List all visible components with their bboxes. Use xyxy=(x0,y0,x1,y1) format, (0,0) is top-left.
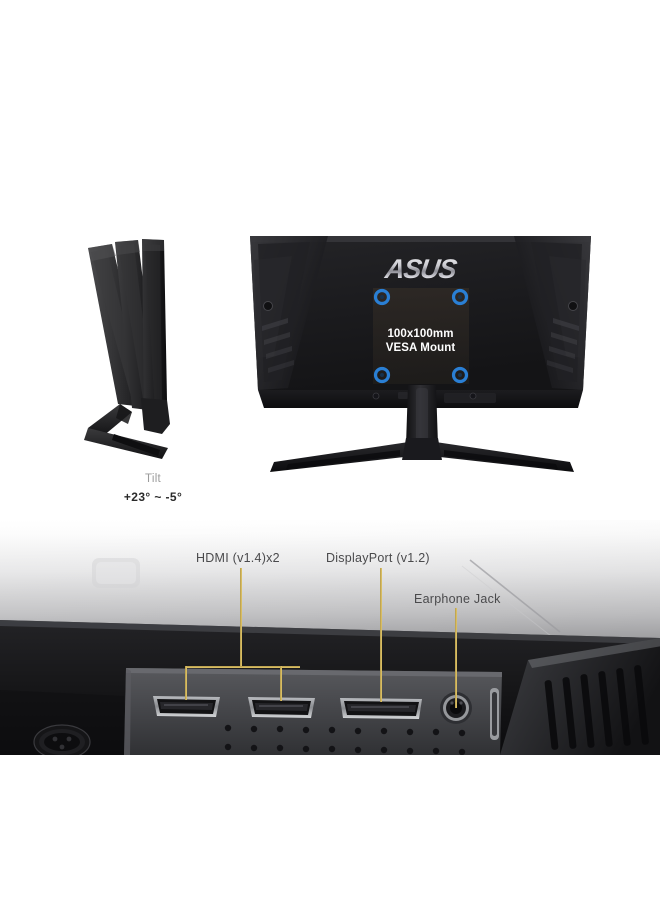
rear-label-plate xyxy=(444,393,496,403)
port-panel-illustration xyxy=(0,520,660,755)
vesa-mount-area xyxy=(373,288,469,384)
vesa-hole-top-right xyxy=(451,288,469,306)
vesa-mount-holes xyxy=(373,288,469,384)
hdmi-leader-bar xyxy=(185,666,300,669)
right-vent-section xyxy=(500,638,660,755)
hdmi-port-2 xyxy=(248,697,315,718)
vent-dot-grid xyxy=(224,724,466,755)
vesa-size-text: 100x100mm xyxy=(387,328,454,340)
rear-detail-circle-left xyxy=(263,301,273,311)
chassis-top-highlight xyxy=(0,620,660,644)
stand-base-joint xyxy=(116,404,132,424)
asus-brand-logo: ASUS xyxy=(246,254,595,285)
monitor-rear-illustration xyxy=(250,236,591,472)
hdmi-leader-drop-1 xyxy=(185,666,188,700)
vesa-mount-label: 100x100mm VESA Mount xyxy=(248,327,593,355)
monitor-stand-neck xyxy=(406,385,438,445)
hdmi-port-1 xyxy=(153,696,220,717)
vesa-mount-text: VESA Mount xyxy=(385,342,456,354)
rear-panel-edge-lines xyxy=(461,559,561,641)
rear-detail-circle-right xyxy=(568,301,578,311)
hdmi-leader-drop-2 xyxy=(280,666,283,701)
earphone-leader-line xyxy=(455,608,458,708)
earphone-jack-port xyxy=(440,692,472,724)
vesa-hole-bottom-right xyxy=(451,366,469,384)
upper-product-panel: Tilt +23° ~ -5° xyxy=(58,228,593,508)
earphone-jack-label: Earphone Jack xyxy=(414,592,501,606)
chassis-left-shadow xyxy=(0,690,124,755)
tilt-silhouette-icon xyxy=(84,239,170,459)
displayport-port xyxy=(340,698,422,719)
power-connector-ring xyxy=(33,724,91,755)
tilt-illustration: Tilt +23° ~ -5° xyxy=(58,228,248,508)
monitor-rear-view: ASUS 100x100mm VESA Mount xyxy=(248,230,593,482)
monitor-stand-base xyxy=(270,438,574,472)
stand-neck xyxy=(141,398,170,434)
ventilation-slots xyxy=(544,665,649,750)
tilt-caption-label: Tilt xyxy=(144,473,162,485)
hdmi-port-label: HDMI (v1.4)x2 xyxy=(196,551,280,565)
rear-surface-boss xyxy=(92,558,140,588)
port-closeup-photo xyxy=(0,520,660,755)
security-lock-slot xyxy=(490,688,499,740)
vesa-hole-top-left xyxy=(373,288,391,306)
tilt-position-front xyxy=(142,239,167,418)
displayport-leader-line xyxy=(380,568,383,702)
vesa-hole-bottom-left xyxy=(373,366,391,384)
stand-base-arm-inner xyxy=(112,434,160,456)
tilt-angle-value: +23° ~ -5° xyxy=(123,490,183,504)
hdmi-leader-stem xyxy=(240,568,243,666)
displayport-port-label: DisplayPort (v1.2) xyxy=(326,551,430,565)
